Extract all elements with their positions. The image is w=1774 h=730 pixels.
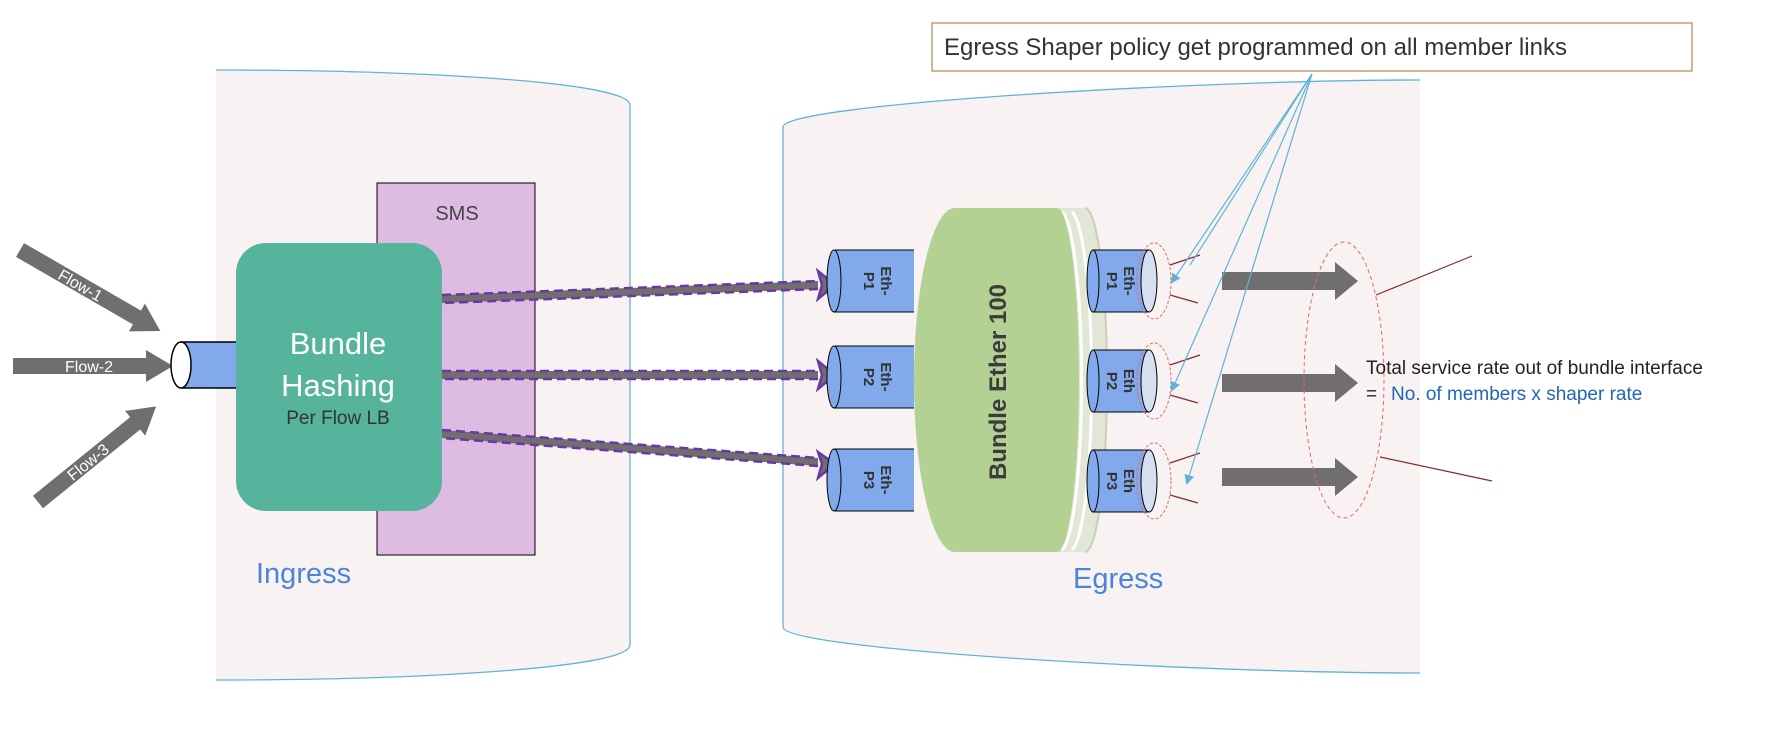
output-arrow-1 bbox=[1222, 262, 1358, 300]
flow-3-label: Flow-3 bbox=[65, 441, 113, 484]
bundle-ether-cylinder bbox=[914, 207, 1108, 553]
left-port-p3: Eth- P3 bbox=[826, 448, 914, 512]
right-port-p1-l1: Eth- bbox=[1120, 266, 1137, 295]
left-port-p2-l2: P2 bbox=[860, 368, 877, 386]
aggregate-ellipse bbox=[1303, 241, 1385, 519]
total-rate-line2: No. of members x shaper rate bbox=[1391, 384, 1642, 405]
left-port-p2-l1: Eth- bbox=[877, 362, 894, 391]
right-port-p3-l2: P3 bbox=[1103, 472, 1120, 490]
right-port-p3: Eth P3 bbox=[1086, 449, 1158, 513]
flow-3-arrow: Flow-3 bbox=[32, 406, 157, 509]
bundle-hashing-box bbox=[236, 243, 442, 511]
flow-1-label: Flow-1 bbox=[55, 267, 105, 306]
right-port-p1-l2: P1 bbox=[1103, 272, 1120, 290]
flow-2-label: Flow-2 bbox=[65, 359, 113, 376]
right-port-p1: Eth- P1 bbox=[1086, 249, 1158, 313]
left-port-p3-l2: P3 bbox=[860, 471, 877, 489]
flow-1-arrow: Flow-1 bbox=[16, 243, 161, 332]
aggregate-line-top bbox=[1375, 255, 1473, 296]
flow-to-p3-arrow bbox=[441, 428, 838, 482]
hashing-sub: Per Flow LB bbox=[286, 408, 389, 429]
input-port-cylinder bbox=[170, 341, 244, 389]
right-port-p2-l2: P2 bbox=[1103, 372, 1120, 390]
total-rate-eq: = bbox=[1366, 384, 1377, 405]
left-port-p1-l1: Eth- bbox=[877, 266, 894, 295]
right-port-p2: Eth P2 bbox=[1086, 349, 1158, 413]
bundle-ether-label: Bundle Ether 100 bbox=[985, 284, 1012, 480]
callout-text: Egress Shaper policy get programmed on a… bbox=[944, 34, 1567, 61]
left-port-p2: Eth- P2 bbox=[826, 345, 914, 409]
sms-label: SMS bbox=[435, 203, 478, 225]
right-port-p2-l1: Eth bbox=[1120, 369, 1137, 393]
output-arrow-3 bbox=[1222, 458, 1358, 496]
left-port-p1-l2: P1 bbox=[860, 272, 877, 290]
egress-label: Egress bbox=[1073, 563, 1163, 595]
right-port-p3-l1: Eth bbox=[1120, 469, 1137, 493]
flow-2-arrow: Flow-2 bbox=[13, 350, 173, 382]
left-port-p3-l1: Eth- bbox=[877, 465, 894, 494]
callout-box bbox=[931, 22, 1693, 72]
output-arrow-2 bbox=[1222, 364, 1358, 402]
hashing-line2: Hashing bbox=[281, 368, 395, 403]
callout-pointers bbox=[1170, 73, 1313, 485]
ingress-label: Ingress bbox=[256, 558, 351, 590]
left-port-p1: Eth- P1 bbox=[826, 249, 914, 313]
shaper-marker-p3 bbox=[1136, 442, 1201, 520]
total-rate-line1: Total service rate out of bundle interfa… bbox=[1366, 358, 1703, 379]
aggregate-line-bottom bbox=[1379, 456, 1493, 482]
hashing-line1: Bundle bbox=[290, 326, 387, 361]
flow-to-p2-arrow bbox=[442, 357, 837, 393]
